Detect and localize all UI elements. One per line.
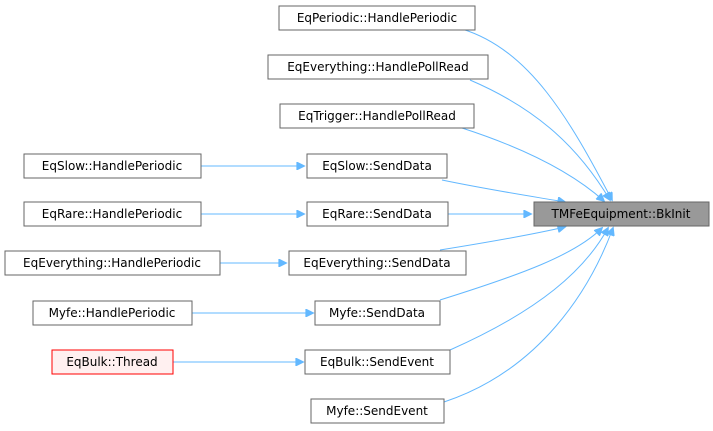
- node-label: Myfe::SendData: [329, 306, 425, 320]
- node-eqbulk-sendevent[interactable]: EqBulk::SendEvent: [304, 349, 451, 375]
- node-label: EqSlow::SendData: [322, 159, 432, 173]
- node-myfe-senddata[interactable]: Myfe::SendData: [314, 300, 441, 326]
- edge-eqtrigger-to-root: [461, 127, 604, 201]
- edge-eqslow-senddata-to-root: [441, 179, 565, 202]
- edge-eqbulk-sendevent-to-root: [449, 228, 608, 351]
- node-label: EqEverything::HandlePeriodic: [23, 256, 201, 270]
- node-eqtrigger-handlepollread[interactable]: EqTrigger::HandlePollRead: [279, 103, 475, 129]
- edge-eqeverything-pollread-to-root: [469, 79, 610, 200]
- edge-eqeverything-senddata-to-root: [439, 227, 565, 251]
- node-label: EqEverything::HandlePollRead: [287, 60, 469, 74]
- node-label: EqRare::SendData: [322, 207, 432, 221]
- node-myfe-sendevent[interactable]: Myfe::SendEvent: [310, 398, 445, 424]
- node-eqeverything-handleperiodic[interactable]: EqEverything::HandlePeriodic: [4, 250, 221, 276]
- edges-to-root: [439, 28, 613, 403]
- edges-left-column: [173, 166, 313, 362]
- node-label: Myfe::SendEvent: [326, 404, 428, 418]
- edge-eqperiodic-to-root: [461, 28, 612, 200]
- node-eqperiodic-handleperiodic[interactable]: EqPeriodic::HandlePeriodic: [278, 5, 476, 31]
- node-label: EqRare::HandlePeriodic: [42, 207, 182, 221]
- node-tmfeequipment-bkinit[interactable]: TMFeEquipment::BkInit: [533, 201, 710, 227]
- node-eqbulk-thread[interactable]: EqBulk::Thread: [51, 349, 174, 375]
- node-label: EqTrigger::HandlePollRead: [298, 109, 456, 123]
- node-eqrare-senddata[interactable]: EqRare::SendData: [306, 201, 449, 227]
- node-label: EqBulk::SendEvent: [320, 355, 434, 369]
- node-label: EqEverything::SendData: [303, 256, 450, 270]
- node-eqeverything-handlepollread[interactable]: EqEverything::HandlePollRead: [267, 54, 489, 80]
- node-label: TMFeEquipment::BkInit: [551, 207, 691, 221]
- node-label: EqBulk::Thread: [66, 355, 157, 369]
- node-eqslow-senddata[interactable]: EqSlow::SendData: [306, 153, 448, 179]
- edge-myfe-senddata-to-root: [439, 228, 602, 301]
- node-myfe-handleperiodic[interactable]: Myfe::HandlePeriodic: [32, 300, 193, 326]
- node-label: EqPeriodic::HandlePeriodic: [297, 11, 457, 25]
- node-eqrare-handleperiodic[interactable]: EqRare::HandlePeriodic: [23, 201, 202, 227]
- node-label: Myfe::HandlePeriodic: [49, 306, 176, 320]
- edge-myfe-sendevent-to-root: [443, 228, 613, 403]
- node-eqeverything-senddata[interactable]: EqEverything::SendData: [288, 250, 467, 276]
- node-eqslow-handleperiodic[interactable]: EqSlow::HandlePeriodic: [23, 153, 202, 179]
- node-label: EqSlow::HandlePeriodic: [42, 159, 182, 173]
